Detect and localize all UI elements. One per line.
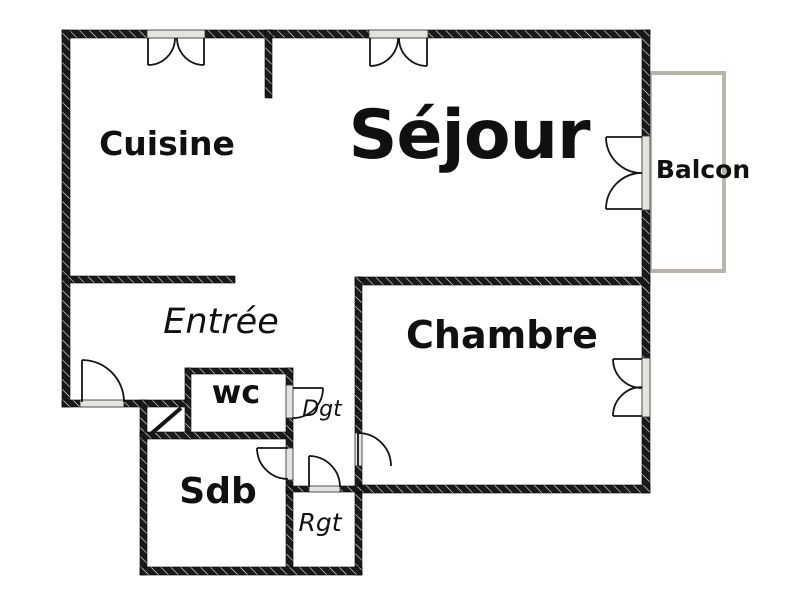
- cuisine-window: [147, 37, 205, 66]
- balcony-french-door: [605, 136, 643, 210]
- rgt-door-sill: [308, 485, 341, 493]
- balcon-label: Balcon: [656, 155, 750, 184]
- wall-sdb-top: [139, 431, 294, 440]
- wc-label: wc: [212, 373, 261, 411]
- wall-right-segment-1: [641, 29, 651, 137]
- sejour-label: Séjour: [348, 96, 591, 175]
- technical-duct-diagonal: [150, 406, 183, 435]
- cuisine-label: Cuisine: [99, 124, 235, 163]
- wall-rgt-top-2: [339, 485, 363, 493]
- walls: [61, 29, 651, 576]
- wall-wc-left: [184, 367, 192, 440]
- wall-chambre-left-1: [354, 276, 363, 434]
- sdb-door-sill: [285, 447, 294, 481]
- wall-entree-bottom-1: [61, 399, 81, 408]
- entrance-door: [81, 359, 125, 403]
- wall-sdb-right: [285, 479, 294, 576]
- sejour-window: [369, 37, 428, 67]
- wall-sdb-left: [139, 399, 148, 576]
- sdb-door: [256, 447, 289, 480]
- rgt-label: Rgt: [298, 508, 342, 537]
- wc-door: [292, 387, 324, 419]
- dgt-label: Dgt: [302, 397, 343, 422]
- rgt-door: [308, 455, 341, 488]
- room-labels: Cuisine Séjour Balcon Entrée Chambre wc …: [99, 96, 750, 537]
- wall-chambre-left-2: [354, 465, 363, 576]
- doors-and-windows: [81, 37, 643, 488]
- entrance-door-sill: [79, 399, 125, 408]
- wall-top-segment-2: [204, 29, 370, 39]
- balcony-door-sill: [641, 135, 651, 211]
- wall-cuisine-sejour-divider: [264, 29, 273, 99]
- entree-label: Entrée: [163, 302, 278, 342]
- wall-top-segment-3: [427, 29, 651, 39]
- wall-top-segment-1: [61, 29, 148, 39]
- chambre-window-sill: [641, 357, 651, 418]
- chambre-window: [612, 358, 643, 417]
- cuisine-window-sill: [146, 29, 206, 39]
- chambre-label: Chambre: [406, 313, 598, 357]
- wall-left-exterior: [61, 29, 71, 408]
- sejour-window-sill: [368, 29, 429, 39]
- wall-sdb-rgt-bottom: [139, 566, 363, 576]
- wall-right-segment-3: [641, 416, 651, 494]
- wall-entree-bottom-2: [123, 399, 191, 408]
- wall-wc-right-2: [285, 417, 294, 449]
- wall-chambre-bottom: [354, 484, 651, 494]
- sdb-label: Sdb: [179, 471, 256, 512]
- wc-door-sill: [285, 384, 294, 419]
- chambre-door: [357, 432, 392, 467]
- wall-rgt-top-1: [285, 485, 310, 493]
- wall-wc-right-1: [285, 367, 294, 386]
- wall-cuisine-entree: [61, 275, 236, 284]
- wall-chambre-top: [354, 276, 651, 286]
